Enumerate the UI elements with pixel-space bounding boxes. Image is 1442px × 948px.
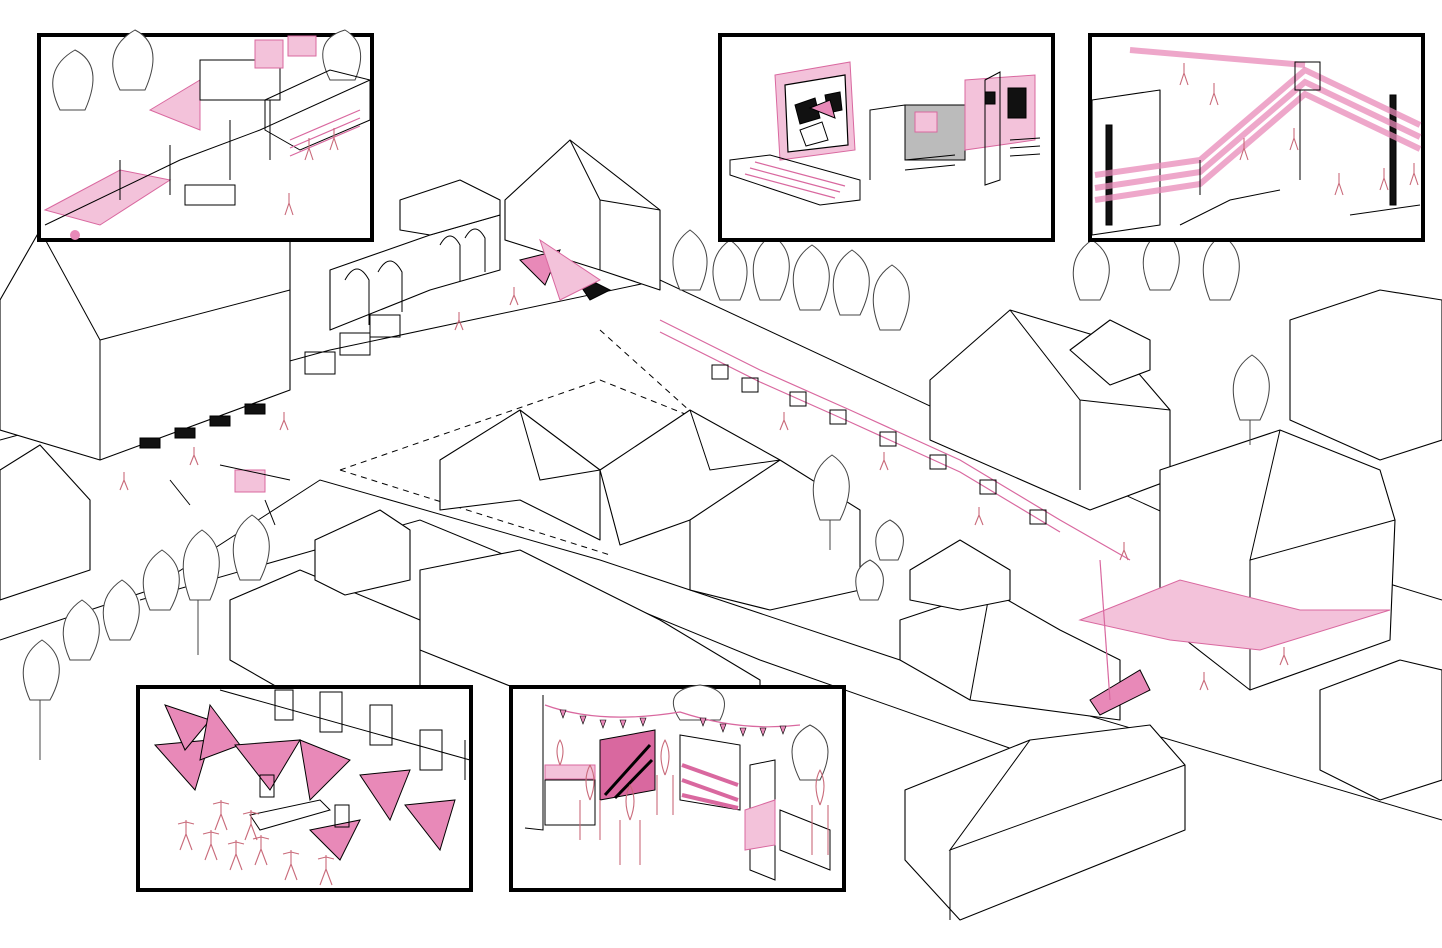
building-left-large [0, 199, 291, 461]
building-right-mid [1159, 429, 1396, 691]
scaffold-stage-drawing [43, 29, 371, 240]
tree-cluster-left [22, 454, 904, 760]
aerial-site-drawing [0, 139, 1442, 921]
festival-route [119, 238, 1391, 716]
building-central-top [504, 139, 661, 291]
playground-structure [169, 464, 291, 526]
building-left-lower [0, 444, 421, 701]
inset-market-stalls [509, 684, 846, 892]
left-plaza-booths [139, 314, 401, 449]
tree-cluster-upper-right [672, 229, 1270, 445]
inset-folded-canopy [136, 685, 473, 892]
building-far-right [1289, 289, 1442, 801]
top-canopy-triangles [519, 238, 612, 301]
building-arches [329, 179, 501, 331]
visitor-figures [119, 287, 1289, 691]
ribbon-bridge-drawing [1091, 47, 1422, 236]
inset-ribbon-bridge [1088, 33, 1425, 242]
building-lower-centre [899, 539, 1121, 721]
bridge-ribbon [1078, 559, 1391, 716]
pavilion-objects-drawing [729, 61, 1041, 206]
building-right-upper [929, 309, 1171, 511]
market-stalls-drawing [524, 684, 831, 881]
inset-scaffold-stage [37, 29, 374, 242]
inset-pavilion-objects [718, 33, 1055, 242]
route-booths [711, 364, 1047, 525]
folded-canopy-drawing [153, 689, 471, 886]
building-bottom-right [904, 724, 1186, 921]
